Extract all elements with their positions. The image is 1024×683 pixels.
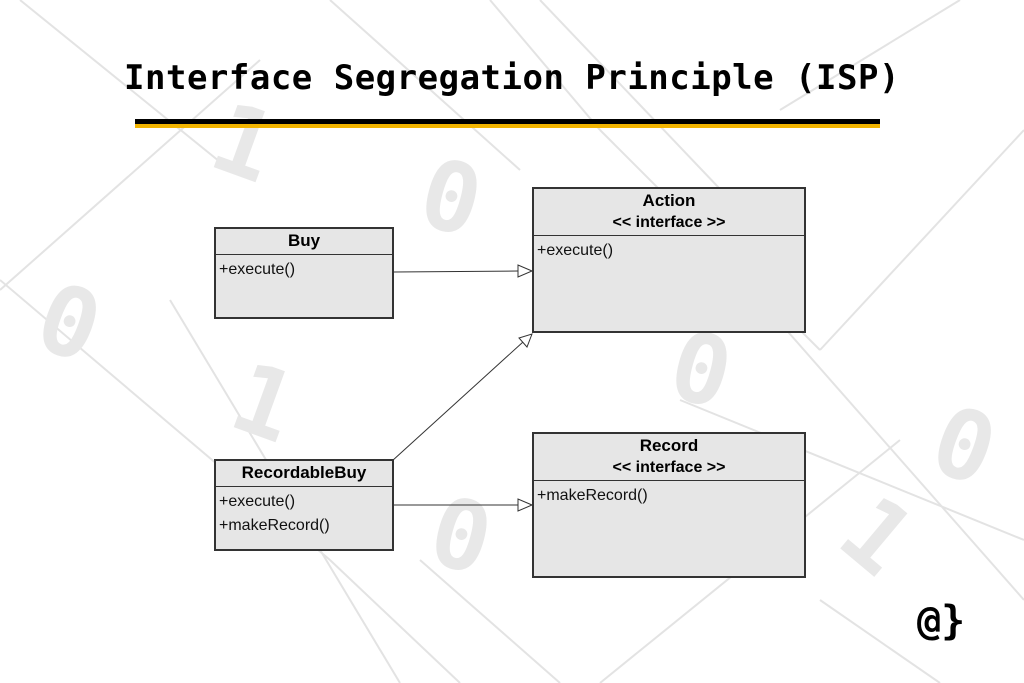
operation: +makeRecord() [537, 487, 648, 504]
page-title: Interface Segregation Principle (ISP) [124, 58, 900, 98]
operation: +execute() [219, 261, 296, 278]
interface-name: Action [642, 191, 696, 210]
class-name: Buy [216, 229, 392, 255]
class-operations: +execute() [216, 255, 392, 285]
operation: +makeRecord() [219, 517, 330, 534]
title-underline-accent [135, 124, 880, 128]
class-recordablebuy[interactable]: RecordableBuy +execute() +makeRecord() [214, 459, 394, 551]
interface-operations: +makeRecord() [534, 481, 804, 511]
class-buy[interactable]: Buy +execute() [214, 227, 394, 319]
interface-operations: +execute() [534, 236, 804, 266]
interface-header: Action << interface >> [534, 189, 804, 236]
class-name: RecordableBuy [216, 461, 392, 487]
interface-header: Record << interface >> [534, 434, 804, 481]
interface-record[interactable]: Record << interface >> +makeRecord() [532, 432, 806, 578]
operation: +execute() [537, 242, 614, 259]
interface-action[interactable]: Action << interface >> +execute() [532, 187, 806, 333]
interface-name: Record [639, 436, 699, 455]
title-underline [135, 119, 880, 124]
operation: +execute() [219, 493, 296, 510]
brand-logo: @} [917, 598, 966, 644]
class-operations: +execute() +makeRecord() [216, 487, 392, 541]
interface-stereotype: << interface >> [612, 459, 726, 476]
interface-stereotype: << interface >> [612, 214, 726, 231]
